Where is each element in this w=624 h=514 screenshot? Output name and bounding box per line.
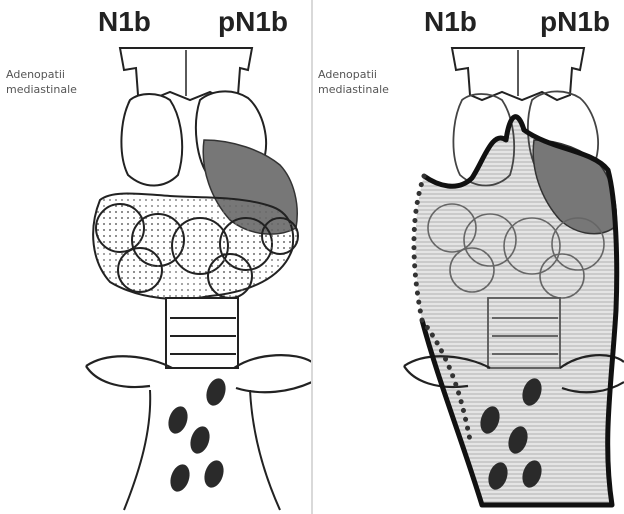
label-n1b: N1b <box>424 8 477 36</box>
side-note-line2: mediastinale <box>318 82 418 97</box>
label-pn1b: pN1b <box>540 8 610 36</box>
nodular-mass <box>93 194 298 300</box>
side-note: Adenopatii mediastinale <box>318 67 418 97</box>
side-note-line1: Adenopatii <box>318 67 418 82</box>
trachea <box>166 298 238 368</box>
lymph-nodes <box>165 376 229 494</box>
label-n1b: N1b <box>98 8 151 36</box>
side-note-line2: mediastinale <box>6 82 106 97</box>
left-panel: N1b pN1b Adenopatii mediastinale <box>0 0 312 514</box>
right-panel: N1b pN1b Adenopatii mediastinale <box>312 0 624 514</box>
side-note-line1: Adenopatii <box>6 67 106 82</box>
side-note: Adenopatii mediastinale <box>6 67 106 97</box>
label-pn1b: pN1b <box>218 8 288 36</box>
